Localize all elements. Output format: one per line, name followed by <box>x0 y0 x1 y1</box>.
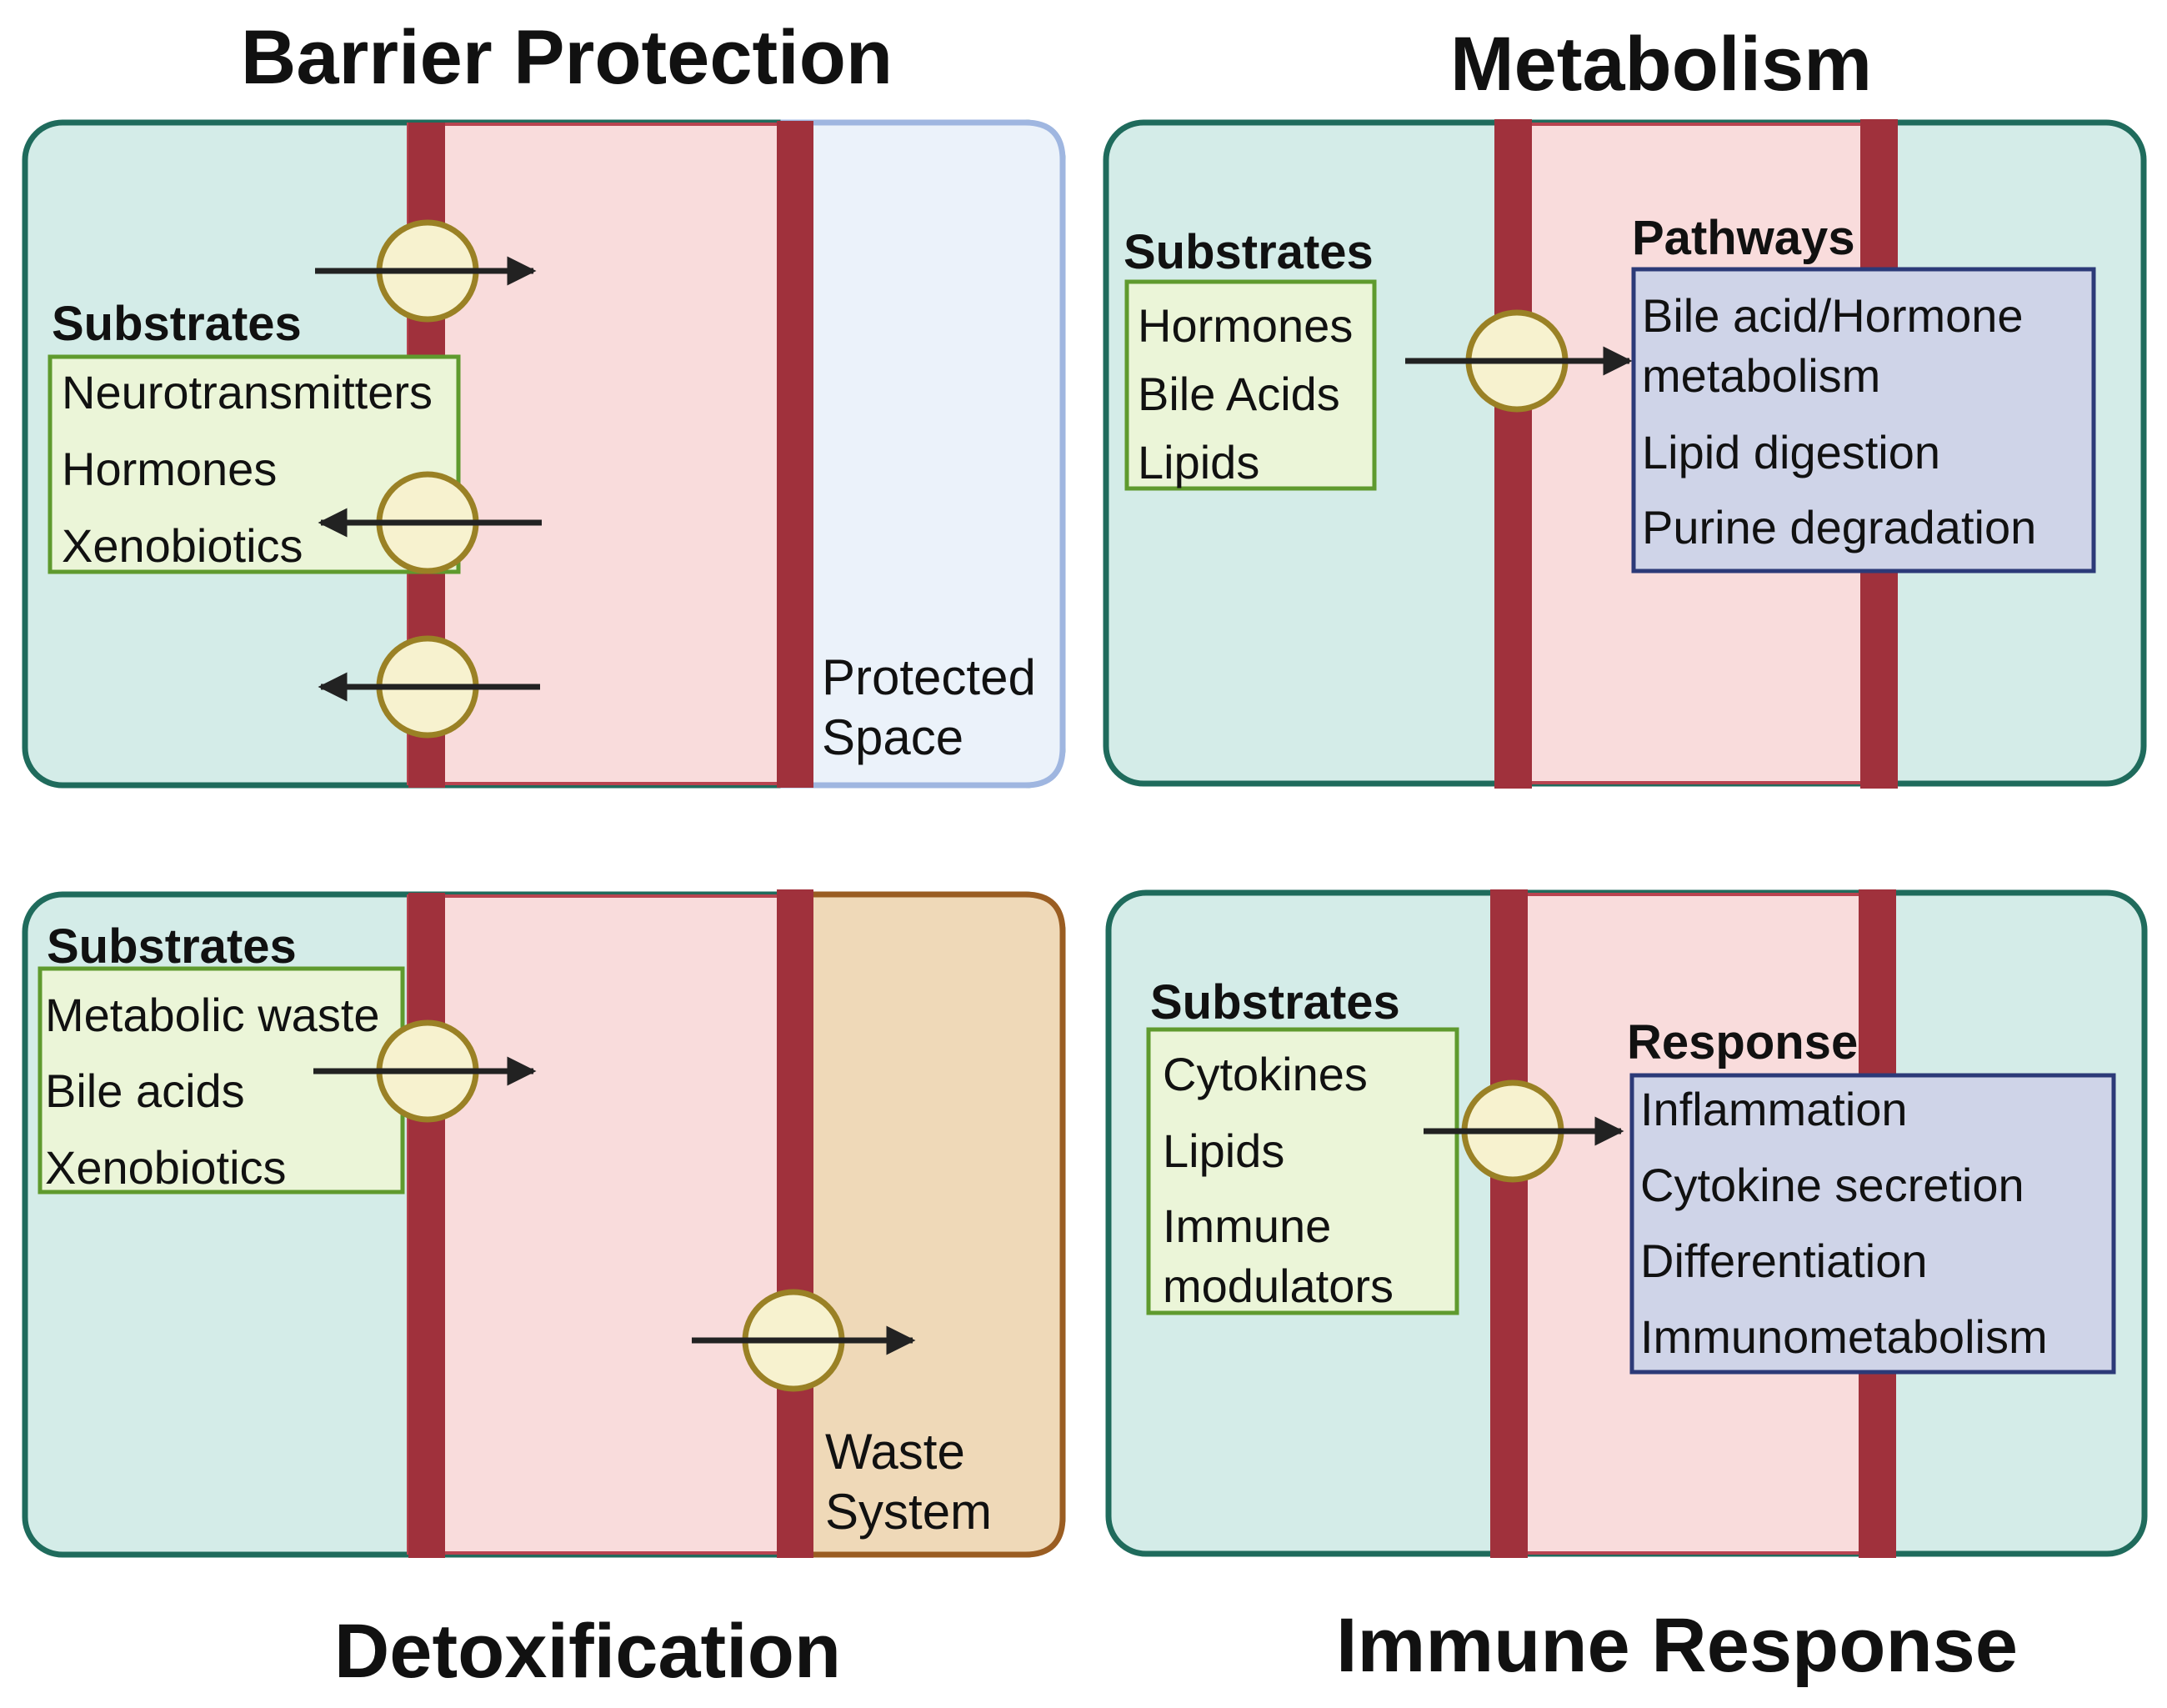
metabolism-substrates-title: Substrates <box>1124 225 1374 279</box>
immune-response-cytokine-secretion: Cytokine secretion <box>1640 1159 2024 1211</box>
barrier-substrate-hormones: Hormones <box>62 443 277 495</box>
immune-substrates-box <box>1146 1027 1459 1315</box>
immune-substrate-immune: Immune <box>1163 1200 1331 1252</box>
detox-substrates-title: Substrates <box>47 919 297 974</box>
barrier-protection-panel: Barrier Protection Substrates Neurotrans… <box>22 15 1066 789</box>
metabolism-pathways-title: Pathways <box>1632 211 1855 265</box>
immune-response-inflammation: Inflammation <box>1640 1083 1908 1135</box>
immune-response-title: Immune Response <box>1336 1603 2018 1688</box>
barrier-substrate-neurotransmitters: Neurotransmitters <box>62 366 433 418</box>
barrier-substrate-xenobiotics: Xenobiotics <box>62 519 303 572</box>
detox-left-membrane <box>408 893 445 1558</box>
barrier-right-membrane <box>777 121 813 788</box>
immune-left-membrane <box>1490 889 1528 1558</box>
detox-substrate-metabolic-waste: Metabolic waste <box>45 989 380 1041</box>
metabolism-substrates-box <box>1124 279 1377 491</box>
waste-system-region <box>780 891 1066 1558</box>
metabolism-title: Metabolism <box>1450 22 1872 107</box>
metabolism-substrate-bile-acids: Bile Acids <box>1138 368 1340 420</box>
protected-space-label-line2: Space <box>822 709 963 765</box>
detox-substrate-xenobiotics: Xenobiotics <box>45 1141 287 1194</box>
immune-substrate-lipids: Lipids <box>1163 1124 1284 1177</box>
detoxification-panel: Detoxification Substrates Metabolic wast… <box>22 889 1066 1694</box>
waste-system-label-line2: System <box>825 1484 992 1540</box>
protected-space-label-line1: Protected <box>822 649 1036 705</box>
metabolism-pathway-bile-acid-hormone: Bile acid/Hormone <box>1642 289 2024 342</box>
metabolism-pathway-purine-degradation: Purine degradation <box>1642 501 2036 553</box>
immune-substrates-title: Substrates <box>1150 975 1400 1029</box>
immune-substrate-modulators: modulators <box>1163 1260 1394 1312</box>
immune-response-box <box>1629 1073 2116 1375</box>
metabolism-pathway-lipid-digestion: Lipid digestion <box>1642 426 1940 478</box>
detox-right-membrane <box>777 889 813 1558</box>
immune-response-panel: Immune Response Substrates Cytokines Lip… <box>1105 889 2148 1688</box>
detoxification-title: Detoxification <box>334 1609 841 1694</box>
metabolism-pathway-metabolism: metabolism <box>1642 349 1880 402</box>
waste-system-label-line1: Waste <box>825 1424 965 1480</box>
metabolism-substrate-lipids: Lipids <box>1138 436 1259 488</box>
detox-substrates-box <box>38 966 405 1195</box>
metabolism-substrate-hormones: Hormones <box>1138 299 1353 352</box>
barrier-protection-title: Barrier Protection <box>241 15 893 100</box>
metabolism-panel: Metabolism Substrates Hormones Bile Acid… <box>1103 22 2147 789</box>
immune-response-subtitle: Response <box>1627 1015 1858 1069</box>
metabolism-pathways-box <box>1631 267 2096 574</box>
protected-space-region <box>780 119 1066 789</box>
immune-response-immunometabolism: Immunometabolism <box>1640 1310 2048 1363</box>
detox-substrate-bile-acids: Bile acids <box>45 1064 245 1117</box>
immune-substrate-cytokines: Cytokines <box>1163 1048 1368 1100</box>
detox-cell-interior <box>407 894 785 1555</box>
immune-response-differentiation: Differentiation <box>1640 1235 1928 1287</box>
metabolism-left-membrane <box>1494 119 1532 789</box>
barrier-substrates-title: Substrates <box>52 297 302 351</box>
